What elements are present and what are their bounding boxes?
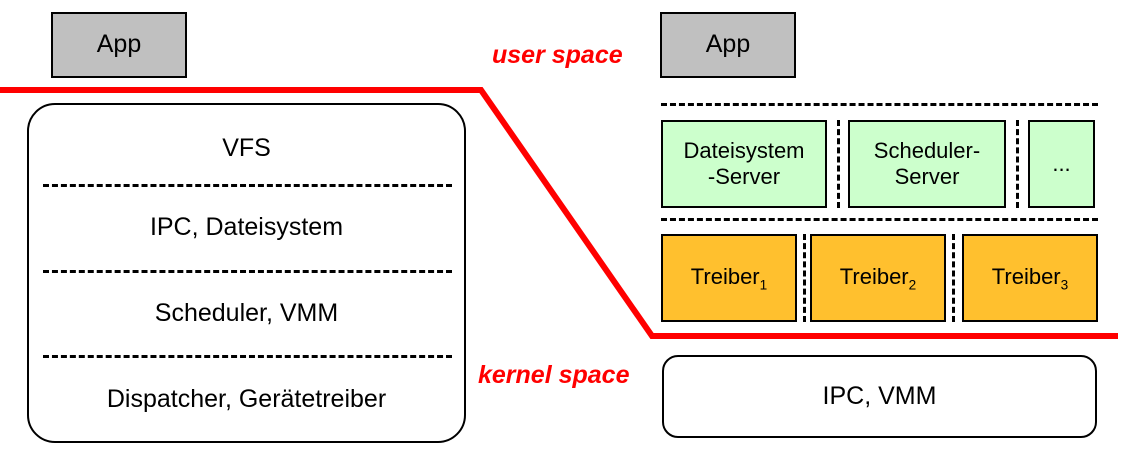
server-box-more: ... — [1028, 120, 1095, 208]
driver-box-1: Treiber1 — [661, 234, 797, 322]
mono-layer-scheduler-vmm: Scheduler, VMM — [29, 272, 464, 354]
mono-layer-vfs: VFS — [29, 113, 464, 183]
server-box-more-label: ... — [1052, 151, 1071, 177]
server-separator-2 — [1016, 120, 1019, 208]
mono-layer-ipc-fs-label: IPC, Dateisystem — [149, 213, 344, 241]
driver-box-2-label: Treiber2 — [840, 264, 916, 292]
server-label-line1: Scheduler- — [873, 138, 981, 164]
left-app-box: App — [51, 12, 187, 78]
server-separator-1 — [837, 120, 840, 208]
right-app-label: App — [705, 30, 751, 59]
driver-separator-2 — [952, 234, 955, 322]
microkernel-box: IPC, VMM — [662, 355, 1097, 438]
user-space-label: user space — [492, 41, 623, 69]
driver-box-3: Treiber3 — [962, 234, 1098, 322]
mono-layer-vfs-label: VFS — [222, 133, 271, 162]
driver-index: 1 — [759, 277, 768, 293]
mono-divider-3 — [43, 355, 452, 358]
left-app-label: App — [96, 30, 142, 59]
driver-name: Treiber — [690, 263, 760, 289]
server-label-line1: Dateisystem — [683, 138, 805, 164]
mono-layer-ipc-fs: IPC, Dateisystem — [29, 186, 464, 269]
server-top-divider — [661, 103, 1098, 106]
driver-separator-1 — [803, 234, 806, 322]
driver-name: Treiber — [839, 263, 909, 289]
microkernel-label: IPC, VMM — [822, 381, 937, 410]
server-box-dateisystem: Dateisystem -Server — [661, 120, 827, 208]
server-bottom-divider — [661, 218, 1098, 221]
mono-layer-scheduler-vmm-label: Scheduler, VMM — [154, 298, 339, 327]
driver-index: 3 — [1060, 277, 1069, 293]
mono-layer-dispatcher-drivers-label: Dispatcher, Gerätetreiber — [106, 384, 387, 413]
server-label-line2: Server — [894, 164, 960, 189]
driver-box-2: Treiber2 — [810, 234, 946, 322]
server-box-scheduler-label: Scheduler- Server — [874, 138, 980, 190]
server-box-dateisystem-label: Dateisystem -Server — [683, 138, 804, 190]
mono-layer-dispatcher-drivers: Dispatcher, Gerätetreiber — [29, 357, 464, 441]
driver-name: Treiber — [991, 263, 1061, 289]
server-box-scheduler: Scheduler- Server — [848, 120, 1006, 208]
driver-box-3-label: Treiber3 — [992, 264, 1068, 292]
driver-box-1-label: Treiber1 — [691, 264, 767, 292]
kernel-space-label: kernel space — [478, 361, 630, 389]
driver-index: 2 — [908, 277, 917, 293]
server-label-line2: -Server — [707, 164, 781, 189]
right-app-box: App — [660, 12, 796, 78]
